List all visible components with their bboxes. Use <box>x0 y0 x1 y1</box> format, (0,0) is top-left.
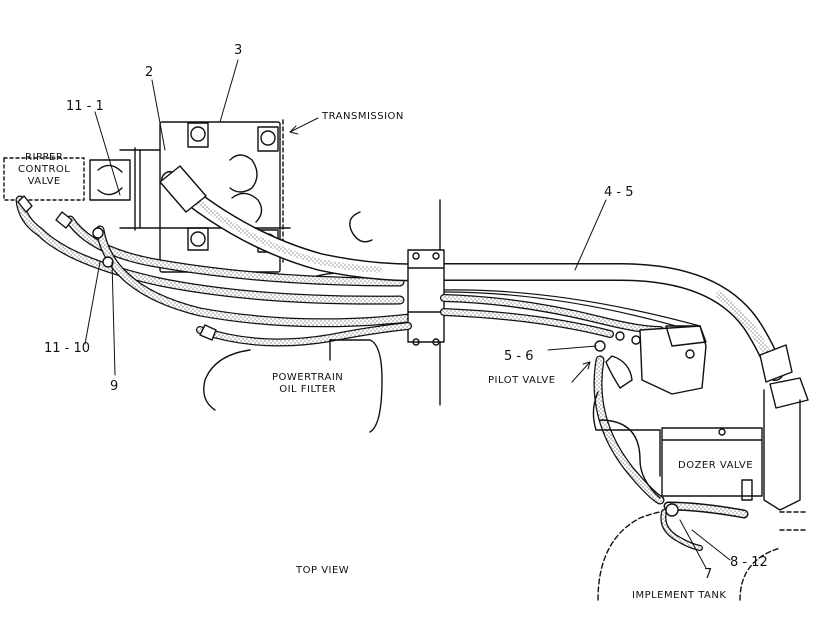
hose-clamp <box>408 250 444 345</box>
callout-3: 3 <box>234 43 243 58</box>
callout-5-6: 5 - 6 <box>504 349 534 364</box>
ripper-hose-bundle <box>18 196 410 323</box>
ripper-control-valve-line-1: RIPPER <box>25 152 64 163</box>
powertrain-oil-filter-outline <box>204 340 382 432</box>
implement-tank-label: IMPLEMENT TANK <box>632 590 727 601</box>
pilot-valve-label: PILOT VALVE <box>488 375 556 386</box>
main-tube-4-5 <box>160 166 808 408</box>
top-view-label: TOP VIEW <box>296 565 350 576</box>
callout-7: 7 <box>704 567 713 582</box>
callout-9: 9 <box>110 379 119 394</box>
callout-11-1: 11 - 1 <box>66 99 104 114</box>
ripper-control-valve-line-3: VALVE <box>27 176 61 187</box>
powertrain-oil-filter-line-2: OIL FILTER <box>279 384 337 395</box>
right-frame <box>593 390 808 530</box>
powertrain-oil-filter-label: POWERTRAIN OIL FILTER <box>272 372 343 396</box>
callout-2: 2 <box>145 65 154 80</box>
pilot-hose-bundle <box>200 290 700 343</box>
dozer-valve-body <box>662 428 762 500</box>
implement-tank-outline <box>598 504 780 600</box>
ripper-control-valve-label: RIPPER CONTROL VALVE <box>18 152 70 188</box>
callout-11-10: 11 - 10 <box>44 341 91 356</box>
ripper-control-valve-body <box>4 158 130 200</box>
leader-lines <box>85 60 730 568</box>
ripper-control-valve-line-2: CONTROL <box>18 164 71 175</box>
pilot-valve-assembly <box>595 326 706 500</box>
transmission-label: TRANSMISSION <box>322 111 404 122</box>
callout-8-12: 8 - 12 <box>730 555 768 570</box>
dozer-valve-label: DOZER VALVE <box>678 460 754 471</box>
powertrain-oil-filter-line-1: POWERTRAIN <box>272 372 344 383</box>
callout-4-5: 4 - 5 <box>604 185 634 200</box>
